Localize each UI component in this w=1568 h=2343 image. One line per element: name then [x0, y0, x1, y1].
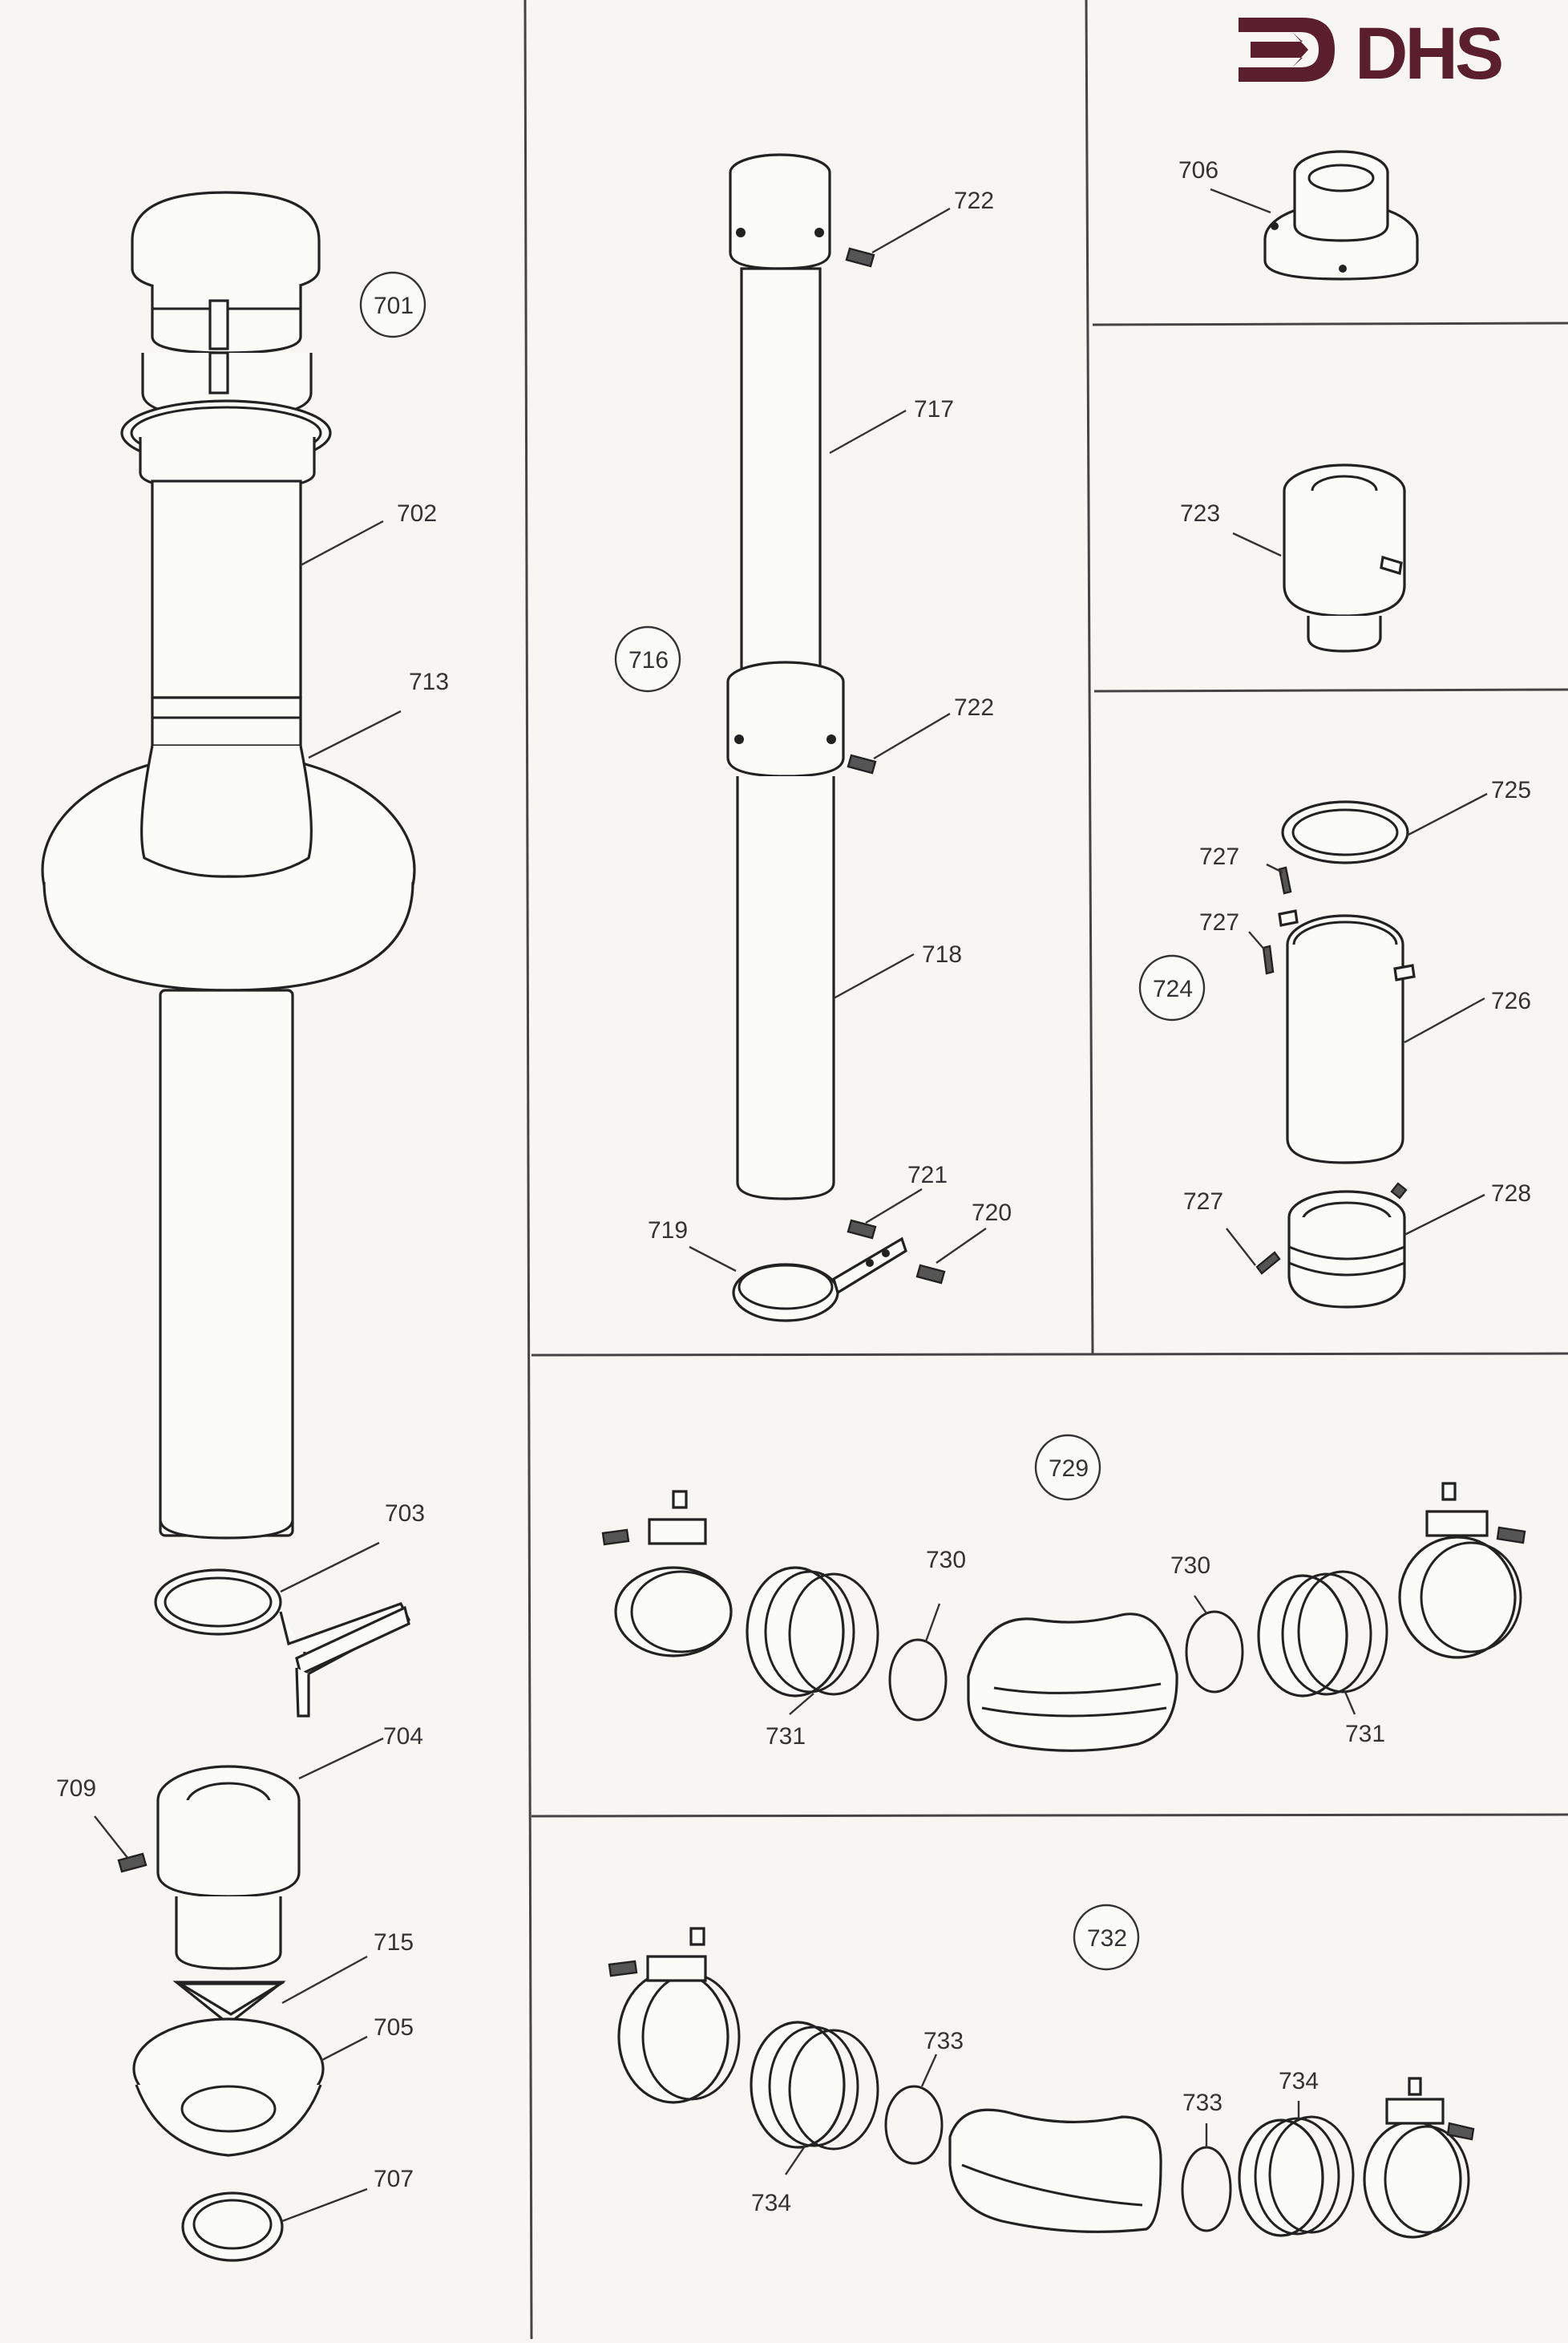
- part-713-wall-flashing: [41, 696, 416, 1540]
- label-715: 715: [374, 1929, 414, 1956]
- part-722-screw-lower: [847, 754, 877, 775]
- label-707: 707: [374, 2166, 414, 2192]
- part-720-screw: [915, 1264, 946, 1285]
- panel-dividers: [523, 0, 1568, 2340]
- part-733-left-oring: [884, 2085, 944, 2165]
- label-702: 702: [397, 500, 437, 527]
- part-732-left-clamp: [608, 1927, 741, 2104]
- part-732-right-clamp: [1363, 2077, 1475, 2239]
- label-727-a: 727: [1199, 844, 1239, 870]
- label-733-right: 733: [1182, 2090, 1222, 2116]
- label-725: 725: [1491, 777, 1531, 803]
- label-717: 717: [914, 396, 954, 423]
- label-729: 729: [1049, 1455, 1089, 1482]
- part-718-lower-pipe: [726, 661, 845, 1200]
- part-734-left-coupler: [750, 2021, 879, 2151]
- part-729-right-clamp: [1398, 1482, 1526, 1659]
- part-730-right-oring: [1185, 1610, 1244, 1694]
- label-718: 718: [922, 941, 962, 968]
- part-709-screw: [94, 1815, 148, 1873]
- part-719-clamp: [732, 1236, 907, 1322]
- part-729-bend: [967, 1613, 1178, 1752]
- part-722-screw-upper: [845, 247, 875, 268]
- label-733-left: 733: [923, 2028, 964, 2054]
- label-731-right: 731: [1345, 1721, 1385, 1747]
- label-705: 705: [374, 2014, 414, 2041]
- part-731-right-coupler: [1257, 1570, 1388, 1698]
- label-726: 726: [1491, 988, 1531, 1014]
- part-701-terminal-cap: [120, 191, 332, 491]
- label-730-left: 730: [926, 1547, 966, 1573]
- part-727-screws: [1255, 866, 1408, 1275]
- part-730-left-oring: [888, 1638, 948, 1722]
- logo-text: DHS: [1355, 13, 1501, 95]
- label-722-upper: 722: [954, 188, 994, 214]
- part-726-sleeve: [1278, 909, 1416, 1164]
- part-733-right-oring: [1181, 2146, 1232, 2232]
- callout-716-circle: [614, 625, 681, 693]
- callout-724-circle: [1138, 954, 1206, 1022]
- label-709: 709: [56, 1775, 96, 1802]
- part-729-left-clamp: [601, 1490, 733, 1657]
- part-734-right-coupler: [1238, 2115, 1355, 2237]
- label-728: 728: [1491, 1180, 1531, 1207]
- part-723-reducer: [1283, 463, 1406, 653]
- label-722-lower: 722: [954, 694, 994, 721]
- label-730-right: 730: [1170, 1552, 1210, 1579]
- dhs-logo: DHS: [1239, 13, 1505, 95]
- part-731-left-coupler: [746, 1566, 879, 1698]
- label-734-left: 734: [751, 2190, 791, 2216]
- part-725-gasket-ring: [1281, 800, 1409, 864]
- label-723: 723: [1180, 500, 1220, 527]
- label-732: 732: [1087, 1925, 1127, 1952]
- part-707-ring: [181, 2191, 284, 2262]
- label-734-right: 734: [1279, 2068, 1319, 2094]
- label-719: 719: [648, 1217, 688, 1244]
- part-706-flange-adaptor: [1263, 150, 1419, 281]
- label-704: 704: [383, 1723, 423, 1750]
- part-728-coupler: [1287, 1190, 1406, 1309]
- part-705-funnel: [132, 2017, 325, 2157]
- label-720: 720: [972, 1200, 1012, 1226]
- callout-729-circle: [1034, 1434, 1101, 1501]
- part-702-pipe: [151, 480, 302, 699]
- callout-732-circle: [1073, 1904, 1140, 1971]
- label-713: 713: [409, 669, 449, 695]
- part-732-bend: [948, 2108, 1162, 2233]
- label-727-c: 727: [1183, 1188, 1223, 1215]
- label-701: 701: [374, 293, 414, 319]
- label-703: 703: [385, 1500, 425, 1527]
- part-721-screw: [847, 1219, 877, 1240]
- label-724: 724: [1153, 976, 1193, 1002]
- part-703-bracket: [154, 1568, 411, 1718]
- label-721: 721: [907, 1162, 948, 1188]
- label-716: 716: [628, 647, 669, 674]
- part-717-upper-pipe: [729, 153, 831, 679]
- part-704-adaptor: [156, 1765, 301, 1970]
- label-706: 706: [1178, 157, 1218, 184]
- callout-701-circle: [359, 271, 426, 338]
- part-715-triangle-seal: [172, 1981, 286, 2026]
- label-731-left: 731: [766, 1723, 806, 1750]
- label-727-b: 727: [1199, 909, 1239, 936]
